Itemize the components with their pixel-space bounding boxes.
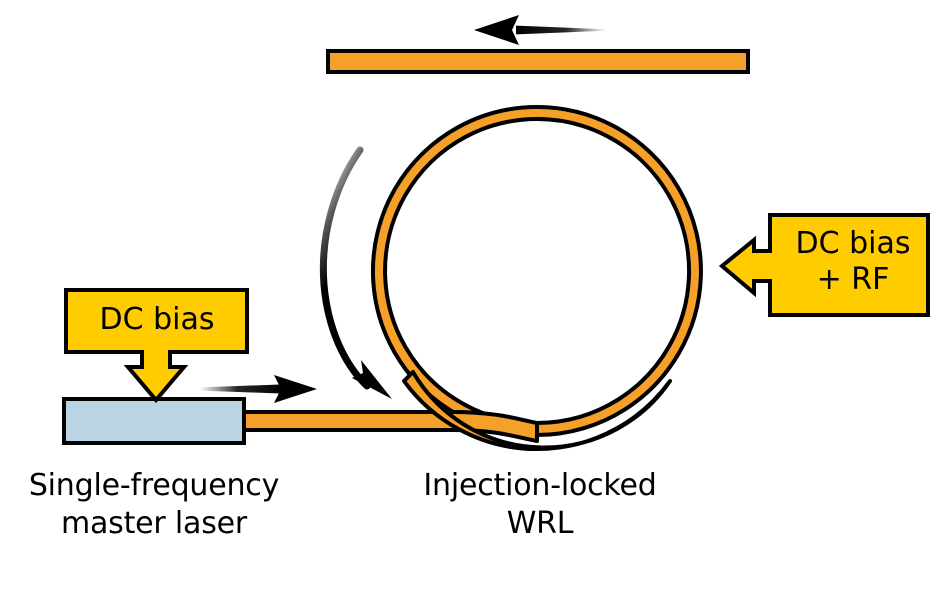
output-arrow-head xyxy=(474,15,519,45)
caption-master-laser: Single-frequency master laser xyxy=(28,468,280,541)
ring-bottom-arc xyxy=(402,370,672,452)
output-waveguide-bar xyxy=(326,49,750,74)
injection-arrow-tail xyxy=(200,384,283,394)
circulation-arrow-curve xyxy=(319,146,371,390)
dc-bias-box-shape[interactable] xyxy=(64,288,249,404)
master-laser-rect xyxy=(62,397,246,445)
output-light-arrow xyxy=(474,15,606,45)
output-waveguide-rect xyxy=(326,49,750,74)
ring-bottom-overlap xyxy=(402,370,672,452)
injection-light-arrow xyxy=(200,375,317,403)
caption-injection-locked-wrl: Injection-locked WRL xyxy=(423,468,657,541)
injection-arrow-head xyxy=(274,375,317,403)
dc-bias-rf-box[interactable] xyxy=(718,213,930,317)
ring-circulation-arrow xyxy=(319,146,392,399)
dc-bias-box[interactable] xyxy=(64,288,249,404)
dc-bias-rf-box-shape[interactable] xyxy=(718,213,930,317)
output-arrow-tail xyxy=(516,25,606,35)
master-laser-box xyxy=(62,397,246,445)
circulation-arrow-head xyxy=(352,360,392,399)
